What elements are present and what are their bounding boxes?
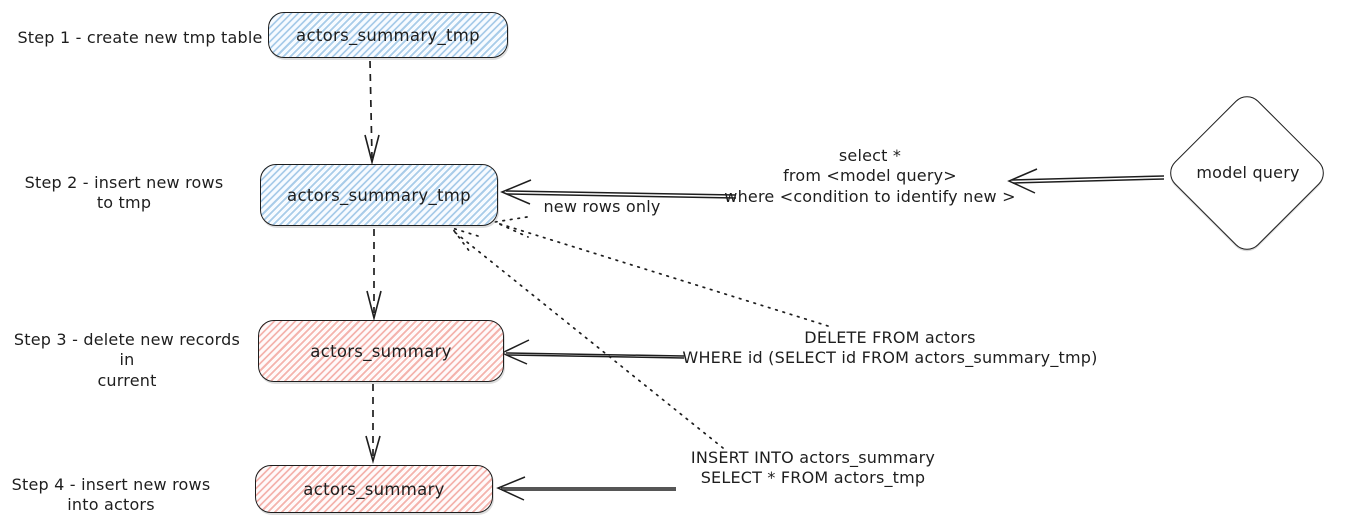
node-label: actors_summary_tmp xyxy=(296,25,480,45)
arrow-step1-to-step2 xyxy=(364,60,380,166)
dotted-link-delete-sql-to-tmp xyxy=(492,216,829,327)
step-3-label: Step 3 - delete new records in current xyxy=(13,330,241,390)
node-actors-summary-tmp-step2: actors_summary_tmp xyxy=(260,164,498,226)
arrow-insert-sql-to-actors-summary xyxy=(496,476,676,501)
dotted-link-insert-sql-to-tmp xyxy=(449,226,724,449)
node-label: actors_summary xyxy=(303,479,445,499)
node-actors-summary-step3: actors_summary xyxy=(258,320,504,382)
node-label: actors_summary_tmp xyxy=(287,185,471,205)
model-query-label: model query xyxy=(1196,163,1300,182)
step-1-label: Step 1 - create new tmp table xyxy=(17,28,263,47)
delete-sql-text: DELETE FROM actors WHERE id (SELECT id F… xyxy=(682,328,1098,368)
model-query-sql-text: select * from <model query> where <condi… xyxy=(724,146,1016,206)
step-4-label: Step 4 - insert new rows into actors xyxy=(11,475,211,515)
arrow-step3-to-step4 xyxy=(365,384,381,464)
arrow-step2-to-step3 xyxy=(366,229,382,322)
node-label: actors_summary xyxy=(310,341,452,361)
node-actors-summary-step4: actors_summary xyxy=(255,465,493,513)
arrow-sql-to-tmp-table xyxy=(500,179,737,205)
step-2-label: Step 2 - insert new rows to tmp xyxy=(24,173,224,213)
arrow-model-query-to-sql xyxy=(1007,168,1165,194)
new-rows-only-label: new rows only xyxy=(543,197,661,216)
node-actors-summary-tmp-step1: actors_summary_tmp xyxy=(268,12,508,58)
insert-sql-text: INSERT INTO actors_summary SELECT * FROM… xyxy=(690,448,936,488)
